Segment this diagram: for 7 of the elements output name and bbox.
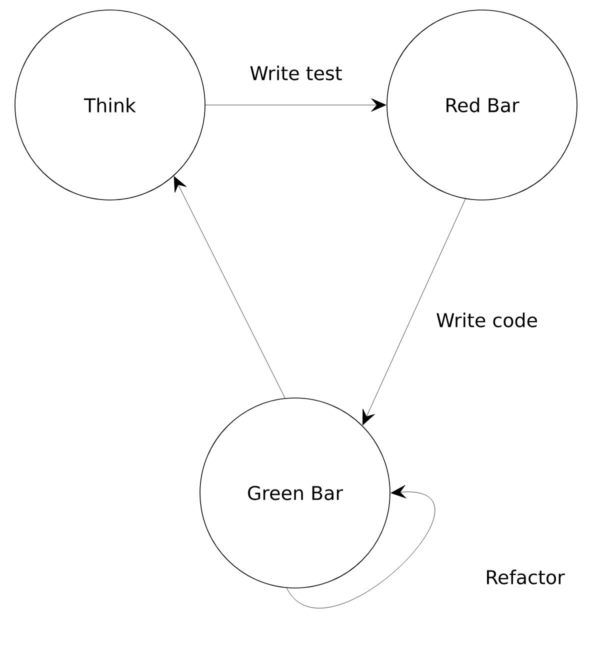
arrow	[286, 485, 435, 608]
arrow	[205, 98, 386, 112]
edge-label: Refactor	[483, 568, 567, 586]
arrow	[174, 176, 286, 398]
edge-label: Write test	[248, 64, 344, 82]
edge-label: Write code	[434, 310, 540, 330]
arrow	[362, 198, 466, 426]
